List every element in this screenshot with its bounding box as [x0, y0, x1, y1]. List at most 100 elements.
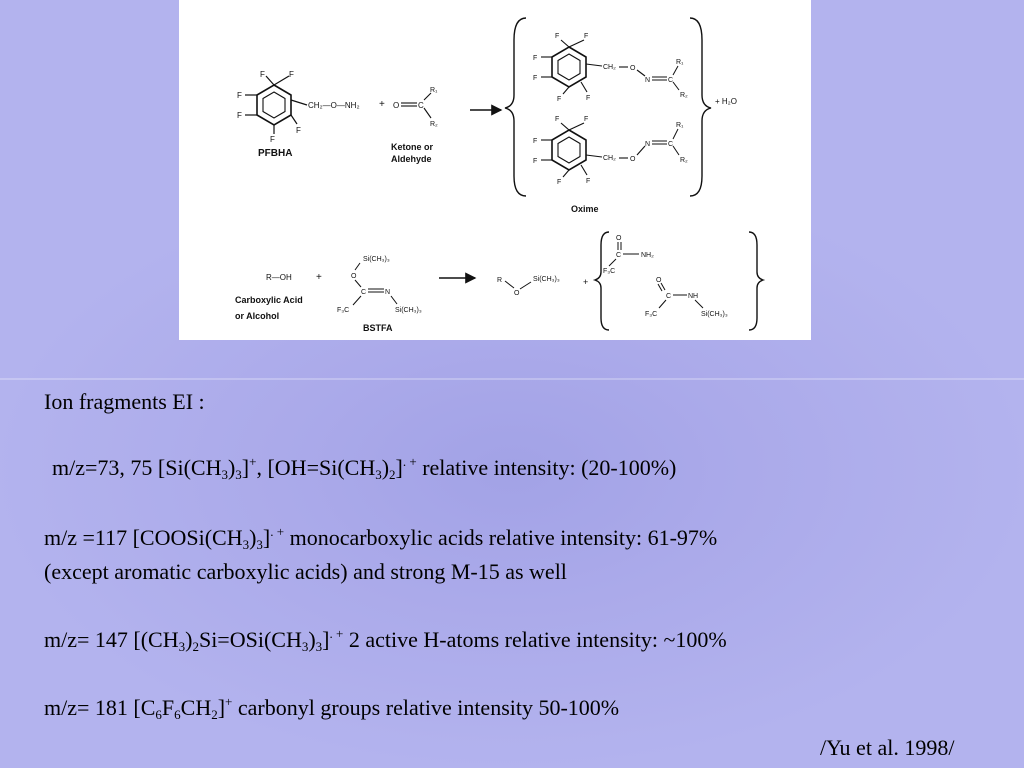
fragment-73-75: m/z=73, 75 [Si(CH3)3]+, [OH=Si(CH3)2]. +… — [52, 452, 676, 483]
superscript: . + — [270, 524, 285, 539]
fragment-text: ) — [249, 525, 257, 550]
fluorine-label: F — [270, 135, 275, 144]
bstfa-c-atom: C — [361, 289, 366, 296]
amide-cf3: F₃C — [603, 268, 615, 275]
amide2-cf3: F₃C — [645, 311, 657, 318]
fragment-text: monocarboxylic acids relative intensity:… — [284, 525, 718, 550]
fragment-181: m/z= 181 [C6F6CH2]+ carbonyl groups rela… — [44, 692, 619, 723]
ketone-molecule: O C R₁ R₂ Ketone or Aldehyde — [391, 87, 438, 164]
subscript: 3 — [256, 537, 263, 552]
fluorine-label: F — [557, 179, 561, 186]
subscript: 2 — [211, 707, 218, 722]
fragment-text: relative intensity: (20-100%) — [416, 455, 677, 480]
subscript: 3 — [235, 467, 242, 482]
fragment-text: Si=OSi(CH — [198, 627, 302, 652]
fluorine-label: F — [296, 126, 301, 135]
fluorine-label: F — [555, 116, 559, 123]
fluorine-label: F — [237, 91, 242, 100]
ketone-c-atom: C — [418, 101, 424, 110]
alcohol-label-line2: or Alcohol — [235, 311, 279, 321]
fluorine-label: F — [586, 95, 590, 102]
product-tms: Si(CH₃)₃ — [533, 276, 560, 283]
oxime-c-atom: C — [668, 141, 673, 148]
fragment-text: 2 active H-atoms relative intensity: ~10… — [343, 627, 727, 652]
fragment-117-note: (except aromatic carboxylic acids) and s… — [44, 559, 567, 584]
oxime-r1: R₁ — [676, 122, 684, 129]
product-o-atom: O — [514, 290, 520, 297]
fragment-text: ) — [381, 455, 390, 480]
pfbha-chain: CH₂—O—NH₂ — [308, 101, 360, 110]
bstfa-tms-right: Si(CH₃)₃ — [395, 307, 422, 314]
fragment-text: carbonyl groups relative intensity 50-10… — [232, 695, 620, 720]
fragment-text: m/z=73, 75 [Si(CH — [52, 455, 222, 480]
fluorine-label: F — [533, 75, 537, 82]
fluorine-label: F — [555, 33, 559, 40]
fragment-text: ) — [185, 627, 193, 652]
product-r: R — [497, 277, 502, 284]
bstfa-o-atom: O — [351, 273, 357, 280]
subscript: 6 — [174, 707, 181, 722]
alcohol-label-line1: Carboxylic Acid — [235, 295, 303, 305]
superscript: . + — [402, 454, 417, 469]
oxime-ch2: CH₂ — [603, 155, 616, 162]
ketone-r1: R₁ — [430, 87, 438, 94]
plus-sign: + — [583, 277, 588, 287]
subscript: 2 — [192, 639, 199, 654]
subscript: 6 — [155, 707, 162, 722]
amide-nh2: NH₂ — [641, 252, 654, 259]
fragment-text: ] — [395, 455, 403, 480]
fluorine-label: F — [533, 55, 537, 62]
bstfa-tms-top: Si(CH₃)₃ — [363, 256, 390, 263]
fluorine-label: F — [584, 116, 588, 123]
fragment-text: m/z= 147 [(CH — [44, 627, 179, 652]
silylation-products: R O Si(CH₃)₃ + O C NH₂ F₃C O C NH Si(CH₃… — [497, 231, 766, 331]
superscript: . + — [329, 626, 344, 641]
fragment-text: CH — [180, 695, 212, 720]
fragment-text: ] — [322, 627, 330, 652]
fragment-text: , [OH=Si(CH — [256, 455, 376, 480]
fragment-text: ) — [227, 455, 236, 480]
fragment-text: ) — [308, 627, 316, 652]
notes-title: Ion fragments EI : — [44, 389, 205, 414]
reaction-scheme-figure: F F F F F F CH₂—O—NH₂ PFBHA + O C R₁ R₂ … — [179, 0, 811, 340]
oxime-r2: R₂ — [680, 92, 688, 99]
fluorine-label: F — [533, 138, 537, 145]
subscript: 3 — [315, 639, 323, 654]
oxime-label: Oxime — [571, 204, 599, 214]
subscript: 2 — [389, 467, 396, 482]
subscript: 3 — [301, 639, 309, 654]
background-divider — [0, 378, 1024, 380]
amide2-o-atom: O — [656, 277, 662, 284]
bstfa-label: BSTFA — [363, 323, 393, 333]
oxime-c-atom: C — [668, 77, 673, 84]
fragment-117: m/z =117 [COOSi(CH3)3]. + monocarboxylic… — [44, 522, 717, 553]
amide-c-atom: C — [616, 252, 621, 259]
fragment-147: m/z= 147 [(CH3)2Si=OSi(CH3)3]. + 2 activ… — [44, 624, 727, 655]
fragment-text: F — [161, 695, 175, 720]
superscript: + — [225, 694, 233, 709]
fragment-text: ] — [241, 455, 250, 480]
fragment-text: m/z =117 [COOSi(CH — [44, 525, 243, 550]
ketone-o-atom: O — [393, 101, 399, 110]
pfbha-molecule: F F F F F F CH₂—O—NH₂ PFBHA — [237, 70, 360, 159]
oxime-o-atom: O — [630, 65, 636, 72]
fragment-text: ] — [262, 525, 271, 550]
fluorine-label: F — [557, 96, 561, 103]
subscript: 3 — [375, 467, 382, 482]
oxime-products: F F F F F F CH₂ O N C R₁ R₂ F F F F F F … — [504, 17, 737, 214]
fluorine-label: F — [586, 178, 590, 185]
amide-o-atom: O — [616, 235, 622, 242]
reaction-scheme: F F F F F F CH₂—O—NH₂ PFBHA + O C R₁ R₂ … — [235, 17, 766, 333]
fluorine-label: F — [533, 158, 537, 165]
superscript: + — [249, 454, 257, 469]
plus-sign: + — [316, 272, 322, 283]
subscript: 3 — [221, 467, 228, 482]
subscript: 3 — [178, 639, 186, 654]
amide2-nh: NH — [688, 293, 698, 300]
citation: /Yu et al. 1998/ — [820, 735, 955, 760]
water-product: + H₂O — [715, 97, 737, 106]
oxime-n-atom: N — [645, 141, 650, 148]
fluorine-label: F — [237, 111, 242, 120]
amide2-tms: Si(CH₃)₃ — [701, 311, 728, 318]
oxime-ch2: CH₂ — [603, 64, 616, 71]
